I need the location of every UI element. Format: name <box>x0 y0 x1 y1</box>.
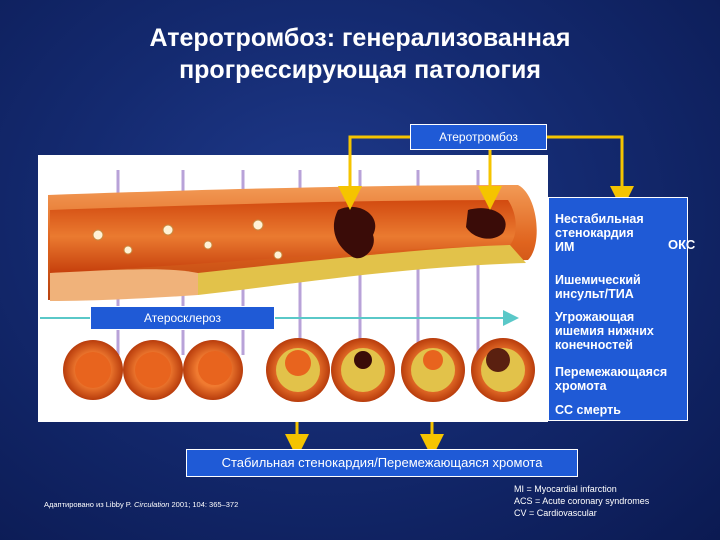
slide-title: Атеротромбоз: генерализованная прогресси… <box>60 22 660 86</box>
illustration-panel <box>38 155 548 422</box>
outcome-stroke: Ишемический инсульт/ТИА <box>555 273 641 301</box>
abbr-mi: MI = Myocardial infarction <box>514 484 617 494</box>
longitudinal-artery <box>48 185 537 301</box>
source-footnote: Адаптировано из Libby P. Circulation 200… <box>44 500 239 509</box>
outcomes-panel: Нестабильная стенокардия ИМ Ишемический … <box>548 197 688 421</box>
cross-sections <box>63 338 535 402</box>
blood-cells <box>92 219 283 260</box>
outcome-unstable-angina: Нестабильная стенокардия ИМ <box>555 212 644 254</box>
arrow-to-thrombus <box>478 146 502 210</box>
abbr-acs: ACS = Acute coronary syndromes <box>514 496 650 506</box>
stable-angina-label: Стабильная стенокардия/Перемежающаяся хр… <box>186 449 578 477</box>
outcome-cv-death: СС смерть <box>555 403 621 417</box>
title-line-2: прогрессирующая патология <box>179 56 541 84</box>
artery-illustration <box>48 170 537 402</box>
atherosclerosis-label: Атеросклероз <box>90 306 275 330</box>
outcome-limb-ischemia: Угрожающая ишемия нижних конечностей <box>555 310 654 352</box>
outcome-claudication: Перемежающаяся хромота <box>555 365 668 393</box>
arrow-to-mi <box>338 135 410 210</box>
atherothrombosis-label: Атеротромбоз <box>410 124 547 150</box>
abbr-cv: CV = Cardiovascular <box>514 508 597 518</box>
abbreviations-legend: MI = Myocardial infarction ACS = Acute c… <box>514 483 649 519</box>
title-line-1: Атеротромбоз: генерализованная <box>149 24 571 52</box>
okc-label: ОКС <box>668 237 696 252</box>
arrow-to-panel <box>545 135 634 210</box>
